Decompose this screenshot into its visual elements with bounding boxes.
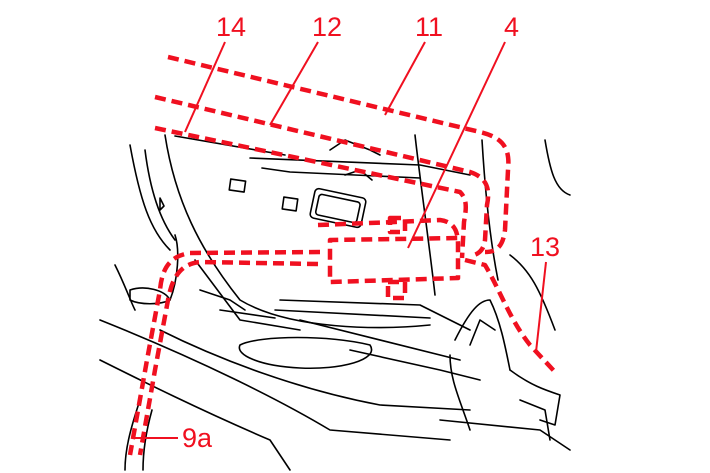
harness-connector-bottom bbox=[385, 279, 408, 301]
callout-leaders bbox=[133, 41, 547, 439]
wiring-harness bbox=[127, 54, 557, 456]
harness-12 bbox=[154, 94, 491, 259]
harness-left-lower bbox=[137, 259, 319, 456]
harness-4-loop bbox=[317, 217, 461, 285]
harness-11 bbox=[167, 54, 511, 255]
harness-left-upper bbox=[127, 249, 321, 456]
callout-11: 11 bbox=[415, 12, 443, 42]
callout-13: 13 bbox=[530, 232, 560, 262]
callout-9a: 9a bbox=[182, 423, 213, 453]
car-body-outline bbox=[99, 134, 571, 471]
callout-14: 14 bbox=[216, 12, 246, 42]
callout-4: 4 bbox=[504, 12, 519, 42]
harness-13 bbox=[464, 257, 557, 374]
harness-connector-top bbox=[387, 215, 408, 235]
harness-14 bbox=[154, 125, 468, 259]
callout-12: 12 bbox=[312, 12, 342, 42]
